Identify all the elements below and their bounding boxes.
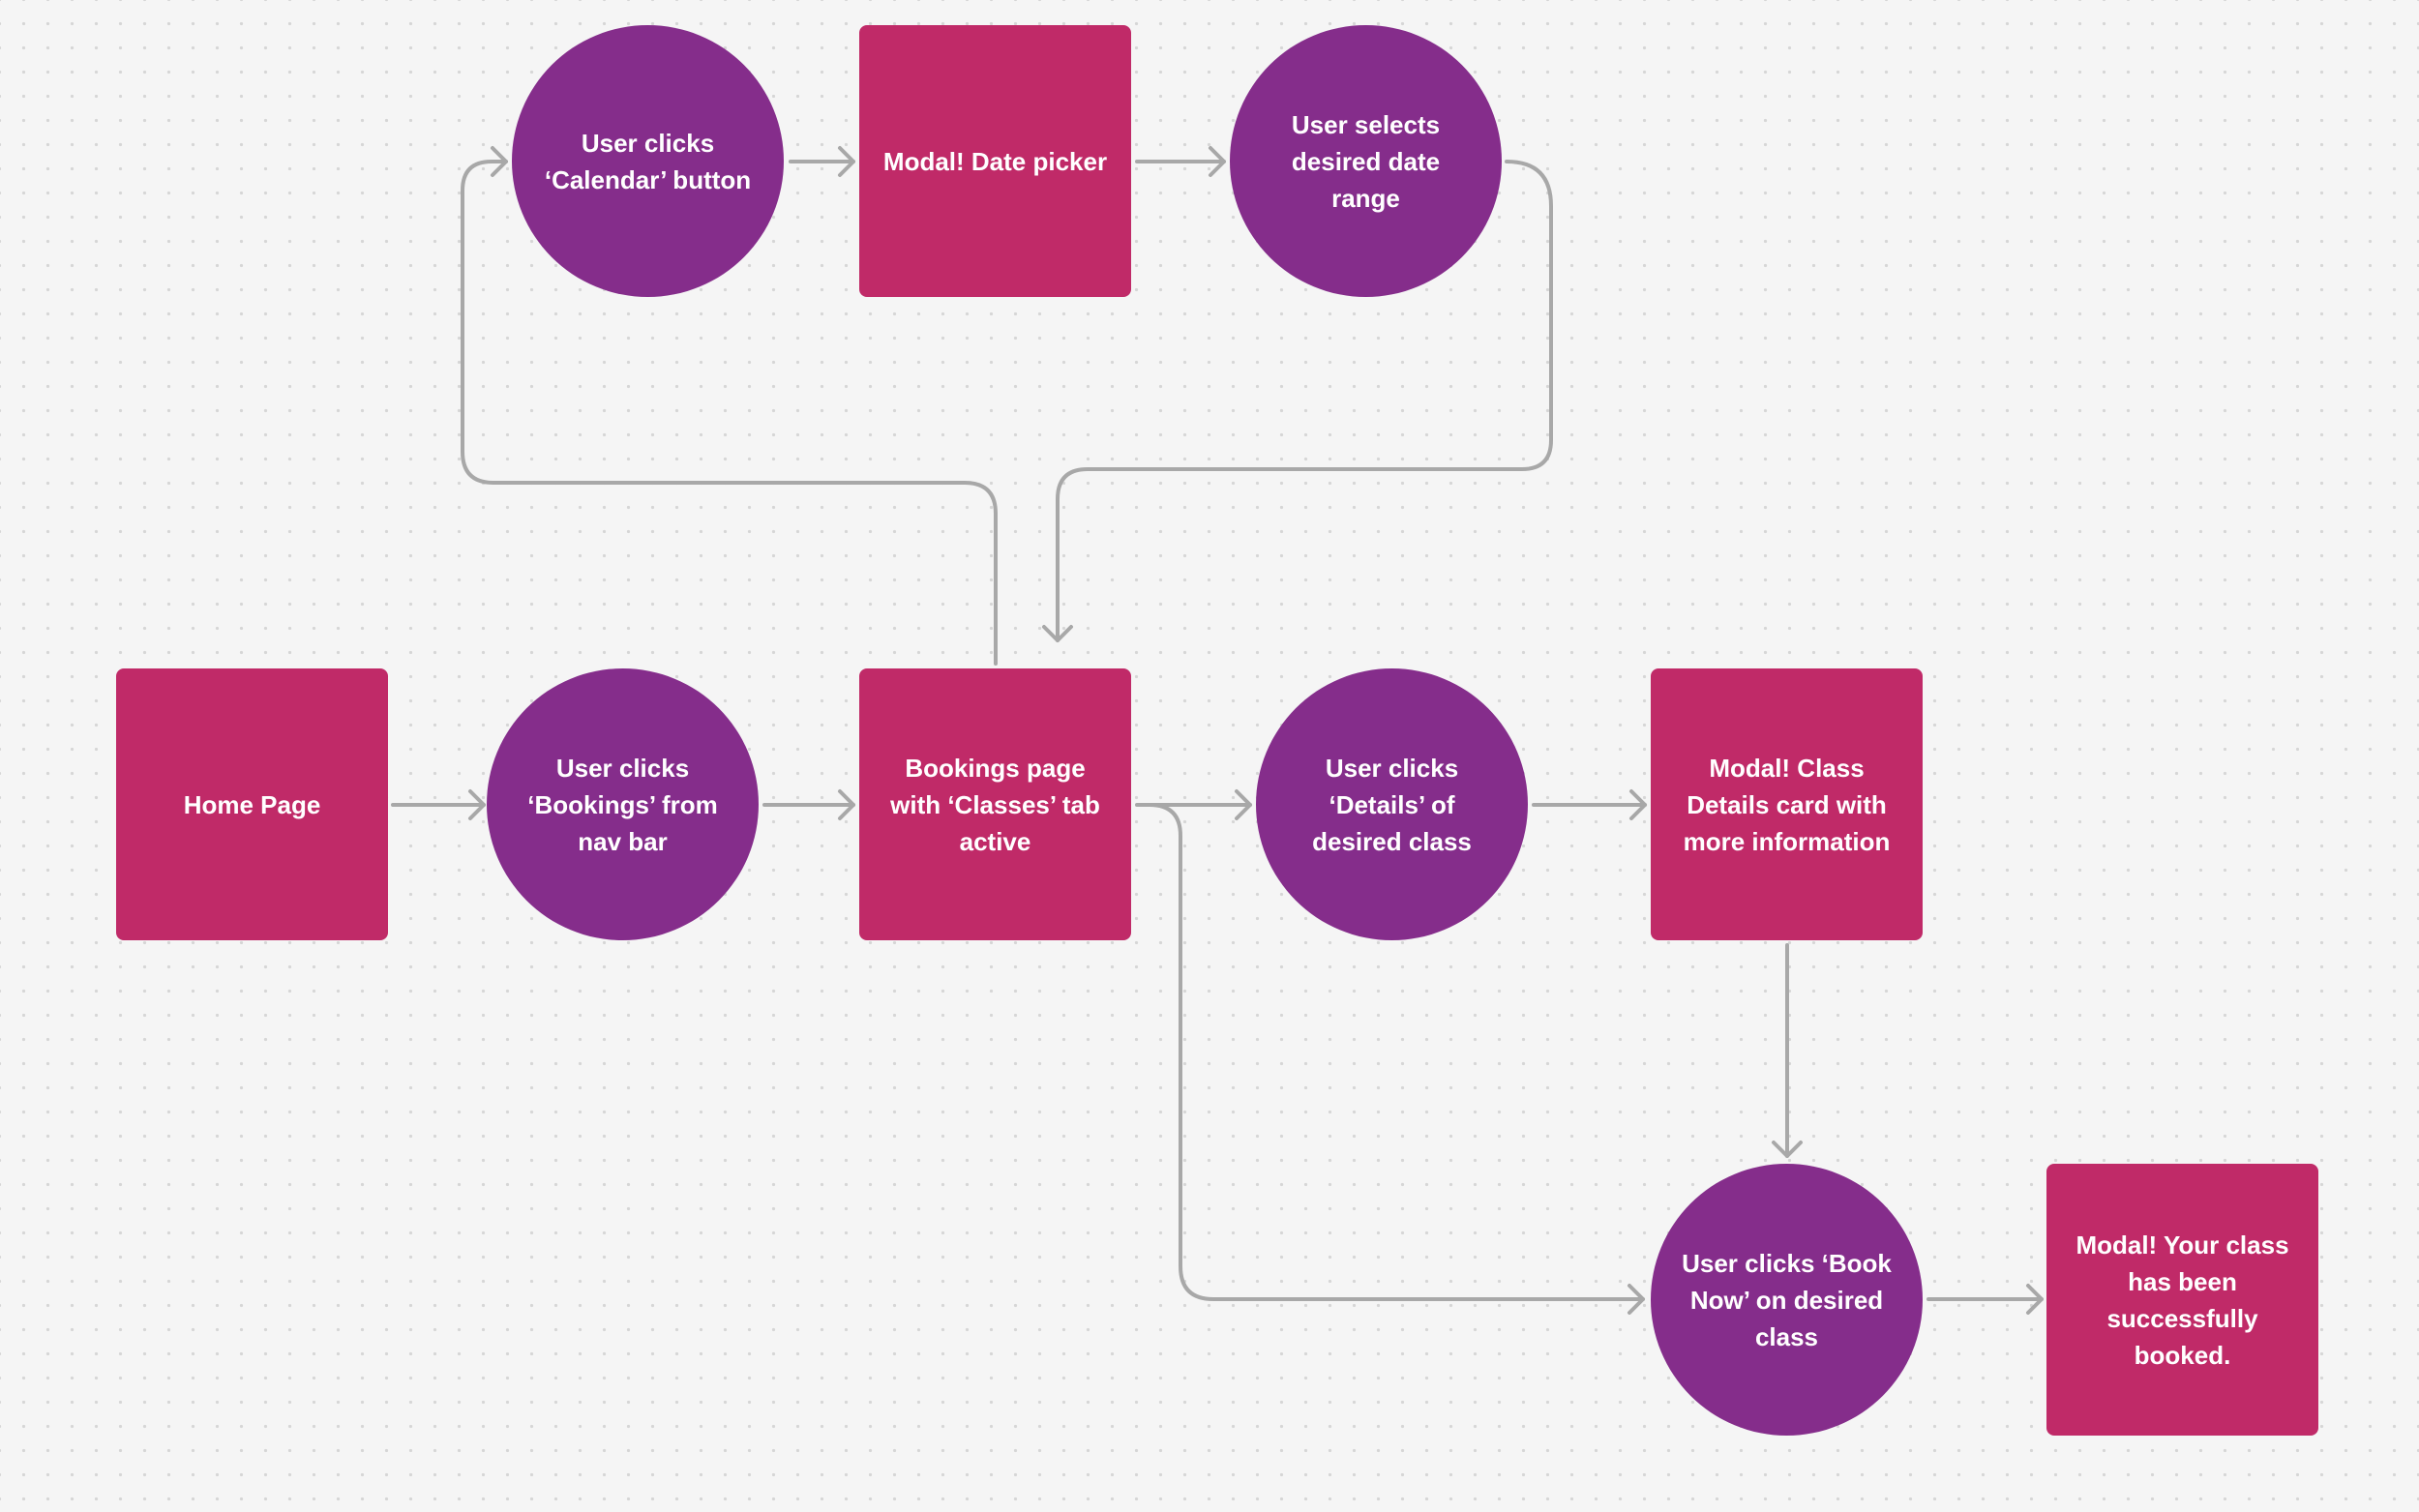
- node-user-clicks-details[interactable]: User clicks ‘Details’ of desired class: [1256, 668, 1528, 940]
- arrowhead-icon: [1629, 789, 1647, 820]
- node-user-clicks-book-now[interactable]: User clicks ‘Book Now’ on desired class: [1651, 1164, 1923, 1436]
- node-label: Modal! Your class has been successfully …: [2076, 1230, 2289, 1370]
- node-label: User clicks ‘Details’ of desired class: [1312, 753, 1472, 856]
- node-bookings-page[interactable]: Bookings page with ‘Classes’ tab active: [859, 668, 1131, 940]
- node-home-page[interactable]: Home Page: [116, 668, 388, 940]
- arrowhead-icon: [1209, 146, 1226, 177]
- node-label: Modal! Class Details card with more info…: [1683, 753, 1891, 856]
- node-user-selects-date-range[interactable]: User selects desired date range: [1230, 25, 1502, 297]
- node-modal-class-details-card[interactable]: Modal! Class Details card with more info…: [1651, 668, 1923, 940]
- node-label: User selects desired date range: [1291, 109, 1441, 213]
- node-label: Modal! Date picker: [882, 146, 1108, 176]
- node-user-clicks-calendar[interactable]: User clicks ‘Calendar’ button: [512, 25, 784, 297]
- node-label: Home Page: [183, 789, 321, 819]
- arrowhead-icon: [1628, 1284, 1645, 1315]
- arrowhead-icon: [1235, 789, 1252, 820]
- arrowhead-icon: [838, 789, 855, 820]
- node-label: User clicks ‘Calendar’ button: [544, 128, 752, 194]
- arrowhead-icon: [838, 146, 855, 177]
- connector-daterange-to-bookings-page: [1056, 160, 1553, 642]
- node-user-clicks-bookings[interactable]: User clicks ‘Bookings’ from nav bar: [487, 668, 759, 940]
- node-label: User clicks ‘Book Now’ on desired class: [1682, 1248, 1892, 1351]
- arrowhead-icon: [468, 789, 486, 820]
- arrowhead-icon: [1772, 1141, 1803, 1158]
- node-modal-date-picker[interactable]: Modal! Date picker: [859, 25, 1131, 297]
- arrowhead-icon: [491, 146, 508, 177]
- arrowhead-icon: [1042, 625, 1073, 642]
- node-label: Bookings page with ‘Classes’ tab active: [890, 753, 1100, 856]
- connector-bookings-page-to-book-now: [1148, 803, 1645, 1301]
- connector-bookings-page-to-calendar: [461, 160, 998, 666]
- arrowhead-icon: [2026, 1284, 2044, 1315]
- node-label: User clicks ‘Bookings’ from nav bar: [527, 753, 718, 856]
- node-modal-booking-success[interactable]: Modal! Your class has been successfully …: [2046, 1164, 2318, 1436]
